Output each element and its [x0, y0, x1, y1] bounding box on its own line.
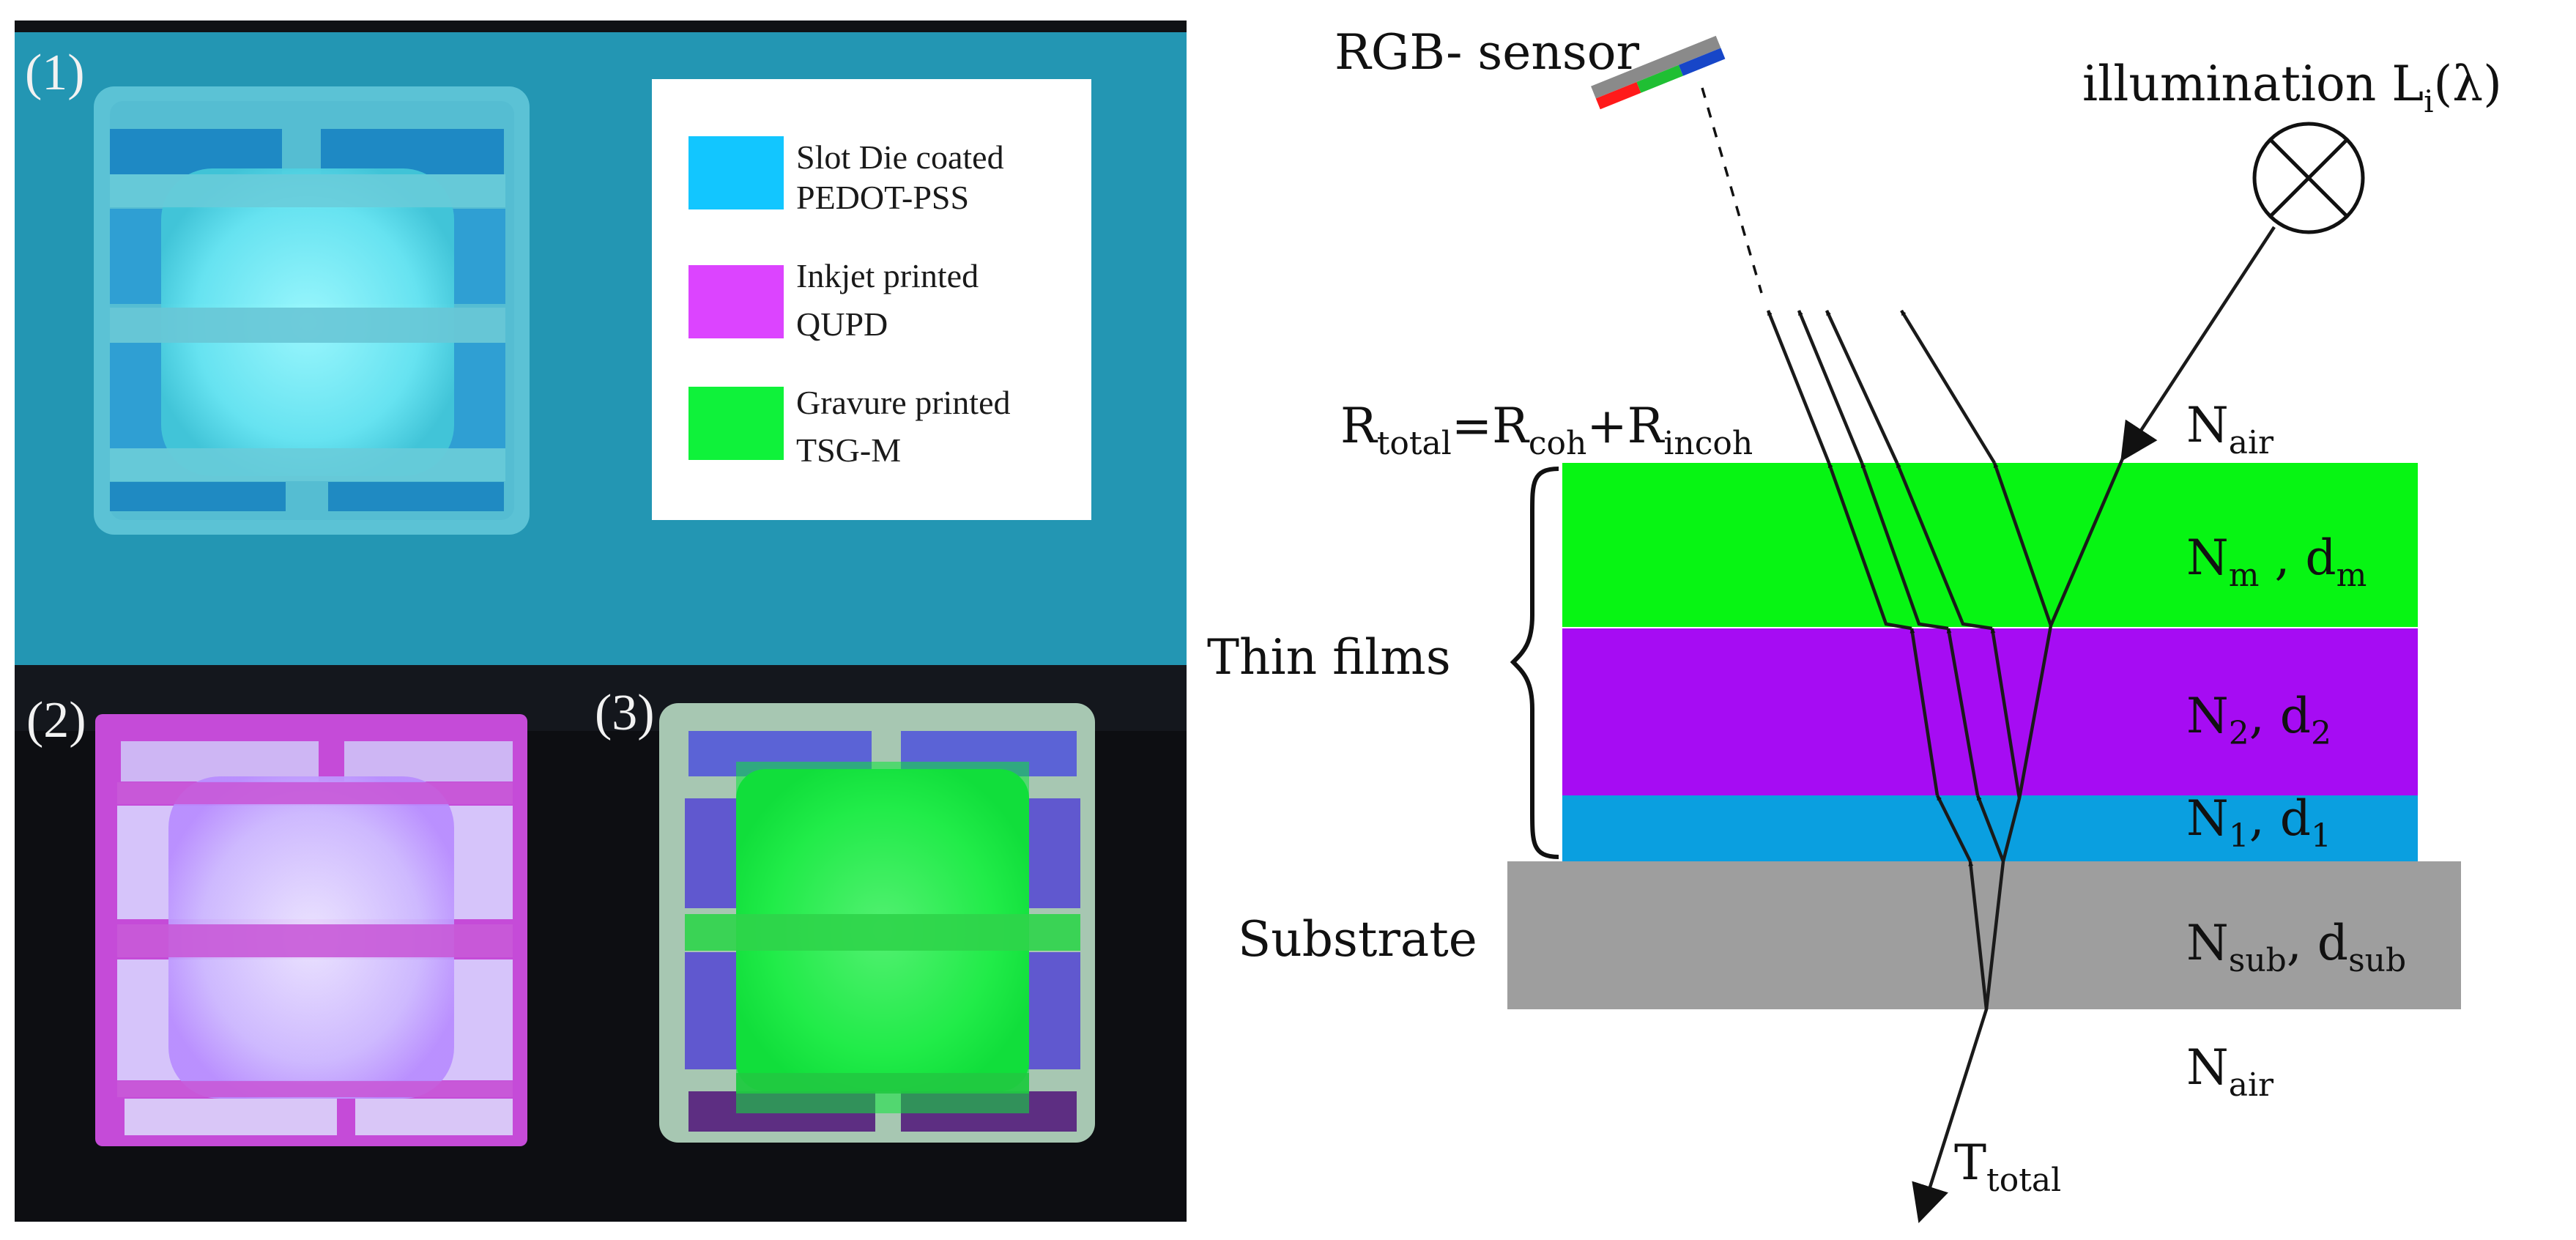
t-total-label: Ttotal [1954, 1135, 2061, 1199]
incident-ray-path [1912, 458, 2125, 1223]
legend-swatch-pedot [688, 136, 784, 209]
legend-item-pedot: Slot Die coated PEDOT-PSS [688, 136, 1004, 216]
layer-1-label: N1, d1 [2186, 790, 2331, 855]
legend-swatch-qupd [688, 265, 784, 338]
legend: Slot Die coated PEDOT-PSS Inkjet printed… [652, 79, 1091, 520]
layer-m-film [1562, 463, 2418, 627]
substrate-label: Substrate [1238, 911, 1477, 968]
thin-film-diagram: RGB- sensor illumination Li(λ) Rtotal=Rc… [1207, 24, 2502, 1223]
layer-2-film [1562, 628, 2418, 795]
sensor-label: RGB- sensor [1335, 24, 1639, 81]
r-total-equation: Rtotal=Rcoh+Rincoh [1340, 398, 1753, 462]
photo-panel-1: (1) Slot Die coated PEDOT-PSS Inkjet pri… [15, 21, 1187, 665]
panel-3-label: (3) [595, 685, 655, 741]
panel-1-label: (1) [25, 45, 85, 101]
illumination-source-icon [2252, 122, 2365, 234]
legend-item-tsgm-line2: TSG-M [796, 431, 901, 469]
photo-panel-2-3: (2) (3) [15, 665, 1187, 1222]
legend-item-tsgm: Gravure printed TSG-M [688, 384, 1011, 469]
legend-item-qupd: Inkjet printed QUPD [688, 257, 979, 343]
rgb-sensor-icon [1591, 35, 1726, 110]
thin-films-brace [1510, 467, 1559, 859]
layer-2-label: N2, d2 [2186, 688, 2331, 752]
panel-2-label: (2) [26, 692, 86, 749]
legend-item-pedot-line1: Slot Die coated [796, 138, 1004, 176]
legend-item-tsgm-line1: Gravure printed [796, 384, 1011, 421]
legend-swatch-tsgm [688, 387, 784, 460]
illumination-label: illumination Li(λ) [2082, 56, 2502, 119]
n-air-bottom-label: Nair [2186, 1039, 2274, 1104]
thin-films-label: Thin films [1207, 629, 1451, 686]
device-2 [95, 714, 527, 1146]
sensor-dashed-line [1701, 87, 1763, 294]
layer-sub-label: Nsub, dsub [2186, 915, 2406, 979]
legend-item-qupd-line2: QUPD [796, 305, 888, 343]
layer-m-label: Nm , dm [2186, 530, 2367, 594]
device-3 [659, 703, 1095, 1143]
legend-item-pedot-line2: PEDOT-PSS [796, 179, 969, 216]
incident-ray [2120, 226, 2276, 462]
legend-item-qupd-line1: Inkjet printed [796, 257, 979, 294]
n-air-top-label: Nair [2186, 397, 2274, 461]
reflected-rays [1766, 309, 2053, 1010]
device-1 [94, 86, 530, 535]
